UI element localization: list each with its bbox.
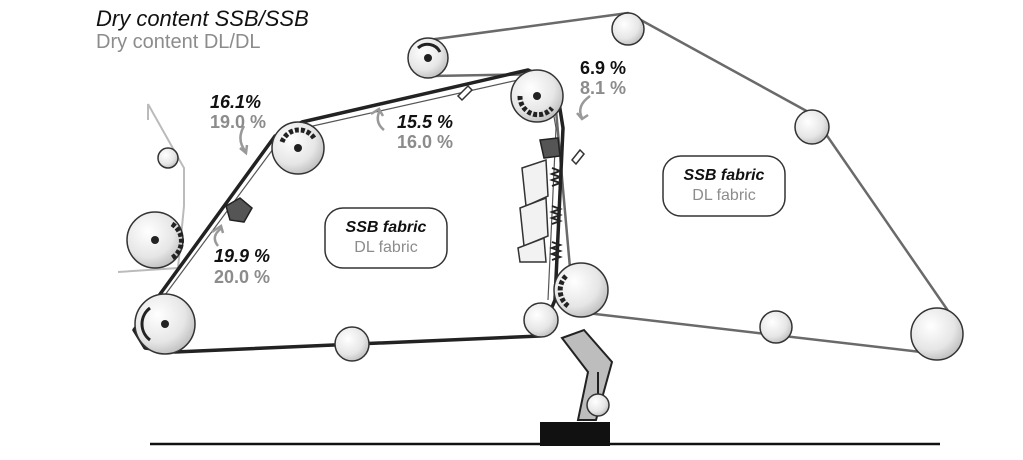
suction-roll bbox=[271, 121, 325, 175]
guide-roll bbox=[611, 12, 645, 46]
fabric-box-1-ssb: SSB fabric bbox=[346, 219, 427, 236]
fabric-label-box bbox=[662, 155, 786, 217]
legend-dl-label: Dry content DL/DL bbox=[96, 31, 261, 53]
left-fabric-inner bbox=[141, 77, 557, 327]
reading-3-dl: 8.1 % bbox=[580, 78, 626, 98]
guide-roll bbox=[759, 310, 793, 344]
doctor-blade bbox=[570, 148, 586, 166]
fabric-label-box bbox=[324, 207, 448, 269]
guide-roll bbox=[523, 302, 559, 338]
suction-roll bbox=[510, 69, 564, 123]
reading-2-ssb: 15.5 % bbox=[397, 112, 453, 132]
guide-roll bbox=[157, 147, 179, 169]
suction-box bbox=[225, 197, 253, 223]
reading-3-ssb: 6.9 % bbox=[580, 58, 626, 78]
reading-1-ssb: 16.1% bbox=[210, 92, 261, 112]
suction-roll bbox=[134, 293, 196, 355]
spring-elements bbox=[549, 167, 563, 261]
transfer-arm-ball bbox=[586, 393, 610, 417]
suction-box bbox=[539, 137, 561, 159]
reading-4-ssb: 19.9 % bbox=[214, 246, 270, 266]
reading-2-dl: 16.0 % bbox=[397, 132, 453, 152]
press-roll bbox=[553, 262, 609, 318]
guide-roll bbox=[794, 109, 830, 145]
machine-base bbox=[540, 422, 610, 446]
web-lead-in bbox=[117, 103, 185, 273]
fabric-box-2-dl: DL fabric bbox=[692, 187, 755, 204]
large-guide-roll bbox=[910, 307, 964, 361]
suction-roll bbox=[126, 211, 184, 269]
fabric-box-2-ssb: SSB fabric bbox=[684, 167, 765, 184]
reading-4-dl: 20.0 % bbox=[214, 267, 270, 287]
fabric-box-1-dl: DL fabric bbox=[354, 239, 417, 256]
steam-box bbox=[517, 158, 549, 263]
suction-roll bbox=[407, 37, 449, 79]
doctor-blade bbox=[456, 84, 474, 102]
reading-1-dl: 19.0 % bbox=[210, 112, 266, 132]
guide-roll bbox=[334, 326, 370, 362]
reading-arrows bbox=[211, 94, 591, 247]
legend-ssb-label: Dry content SSB/SSB bbox=[96, 6, 309, 31]
